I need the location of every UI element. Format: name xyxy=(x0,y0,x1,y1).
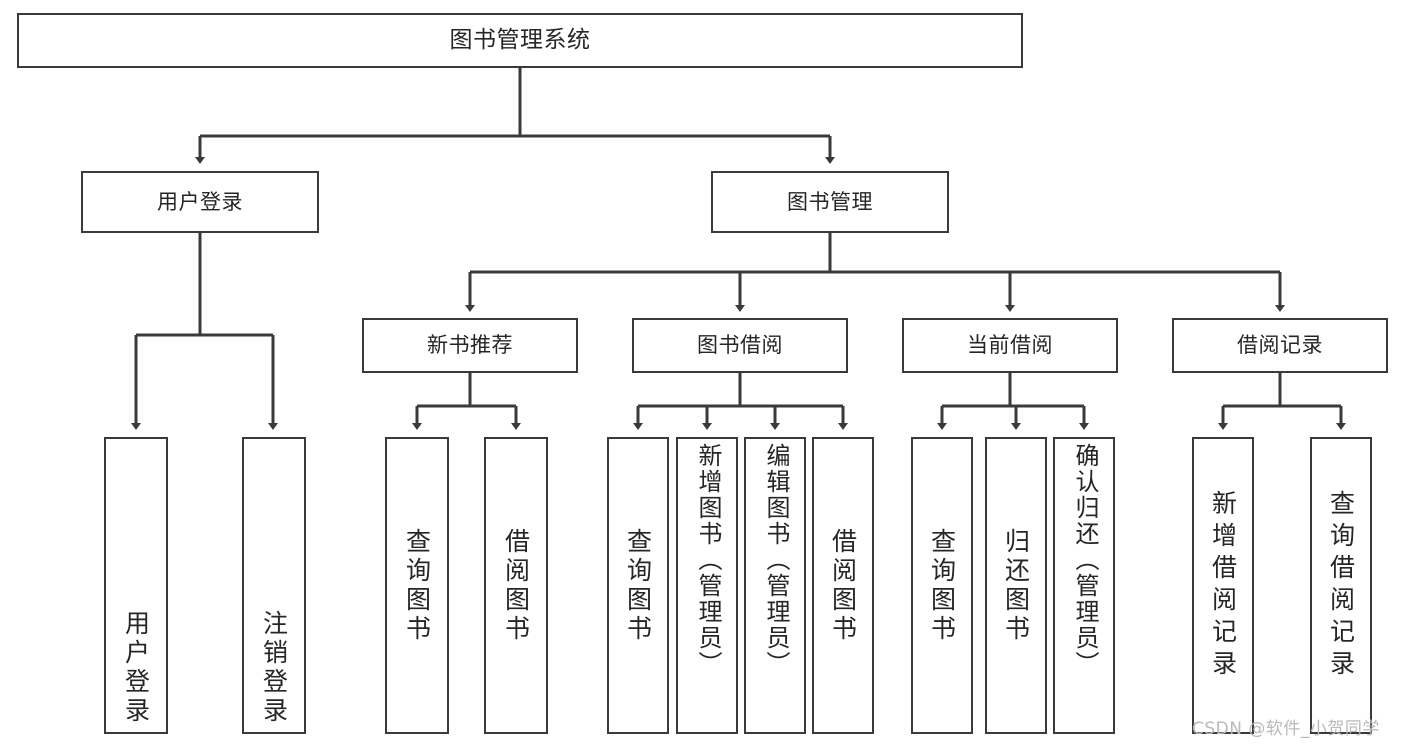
node-borrowing-record-label: 借阅记录 xyxy=(1237,333,1323,357)
csdn-watermark: CSDN @软件_小贺同学 xyxy=(1192,719,1380,739)
leaf-record-query-borrow-record-label: 查询借阅记录 xyxy=(1326,489,1356,682)
node-user-login[interactable]: 用户登录 xyxy=(81,171,319,233)
node-current-borrowing-label: 当前借阅 xyxy=(967,333,1053,357)
leaf-borrow-query-books[interactable]: 查询图书 xyxy=(607,437,669,734)
leaf-borrow-add-book-admin[interactable]: 新增图书（管理员） xyxy=(676,437,738,734)
leaf-new-book-borrow-books[interactable]: 借阅图书 xyxy=(484,437,548,734)
leaf-record-query-borrow-record[interactable]: 查询借阅记录 xyxy=(1310,437,1372,734)
node-root-system[interactable]: 图书管理系统 xyxy=(17,13,1023,68)
node-borrowing-record[interactable]: 借阅记录 xyxy=(1172,318,1388,373)
leaf-user-login-label: 用户登录 xyxy=(121,610,151,726)
leaf-new-book-borrow-books-label: 借阅图书 xyxy=(501,527,531,644)
leaf-record-add-borrow-record[interactable]: 新增借阅记录 xyxy=(1192,437,1254,734)
leaf-current-query-books[interactable]: 查询图书 xyxy=(911,437,973,734)
node-user-login-label: 用户登录 xyxy=(157,189,243,214)
leaf-user-logout[interactable]: 注销登录 xyxy=(242,437,306,734)
leaf-record-add-borrow-record-label: 新增借阅记录 xyxy=(1208,489,1238,682)
leaf-user-logout-label: 注销登录 xyxy=(259,610,289,726)
node-new-book-recommendation[interactable]: 新书推荐 xyxy=(362,318,578,373)
leaf-new-book-query-books[interactable]: 查询图书 xyxy=(385,437,449,734)
leaf-user-login[interactable]: 用户登录 xyxy=(104,437,168,734)
node-book-borrowing[interactable]: 图书借阅 xyxy=(632,318,848,373)
node-current-borrowing[interactable]: 当前借阅 xyxy=(902,318,1118,373)
leaf-borrow-borrow-books-label: 借阅图书 xyxy=(828,527,858,644)
leaf-borrow-add-book-admin-label: 新增图书（管理员） xyxy=(693,443,722,677)
leaf-borrow-edit-book-admin-label: 编辑图书（管理员） xyxy=(761,443,790,677)
leaf-borrow-borrow-books[interactable]: 借阅图书 xyxy=(812,437,874,734)
leaf-borrow-query-books-label: 查询图书 xyxy=(623,527,653,644)
leaf-current-return-books-label: 归还图书 xyxy=(1001,527,1031,644)
node-new-book-recommendation-label: 新书推荐 xyxy=(427,333,513,357)
leaf-current-confirm-return-admin-label: 确认归还（管理员） xyxy=(1070,443,1099,677)
node-book-management-label: 图书管理 xyxy=(787,189,873,214)
node-book-borrowing-label: 图书借阅 xyxy=(697,333,783,357)
leaf-current-query-books-label: 查询图书 xyxy=(927,527,957,644)
leaf-current-confirm-return-admin[interactable]: 确认归还（管理员） xyxy=(1053,437,1115,734)
leaf-new-book-query-books-label: 查询图书 xyxy=(402,527,432,644)
leaf-borrow-edit-book-admin[interactable]: 编辑图书（管理员） xyxy=(744,437,806,734)
leaf-current-return-books[interactable]: 归还图书 xyxy=(985,437,1047,734)
node-book-management[interactable]: 图书管理 xyxy=(711,171,949,233)
node-root-system-label: 图书管理系统 xyxy=(449,27,591,53)
